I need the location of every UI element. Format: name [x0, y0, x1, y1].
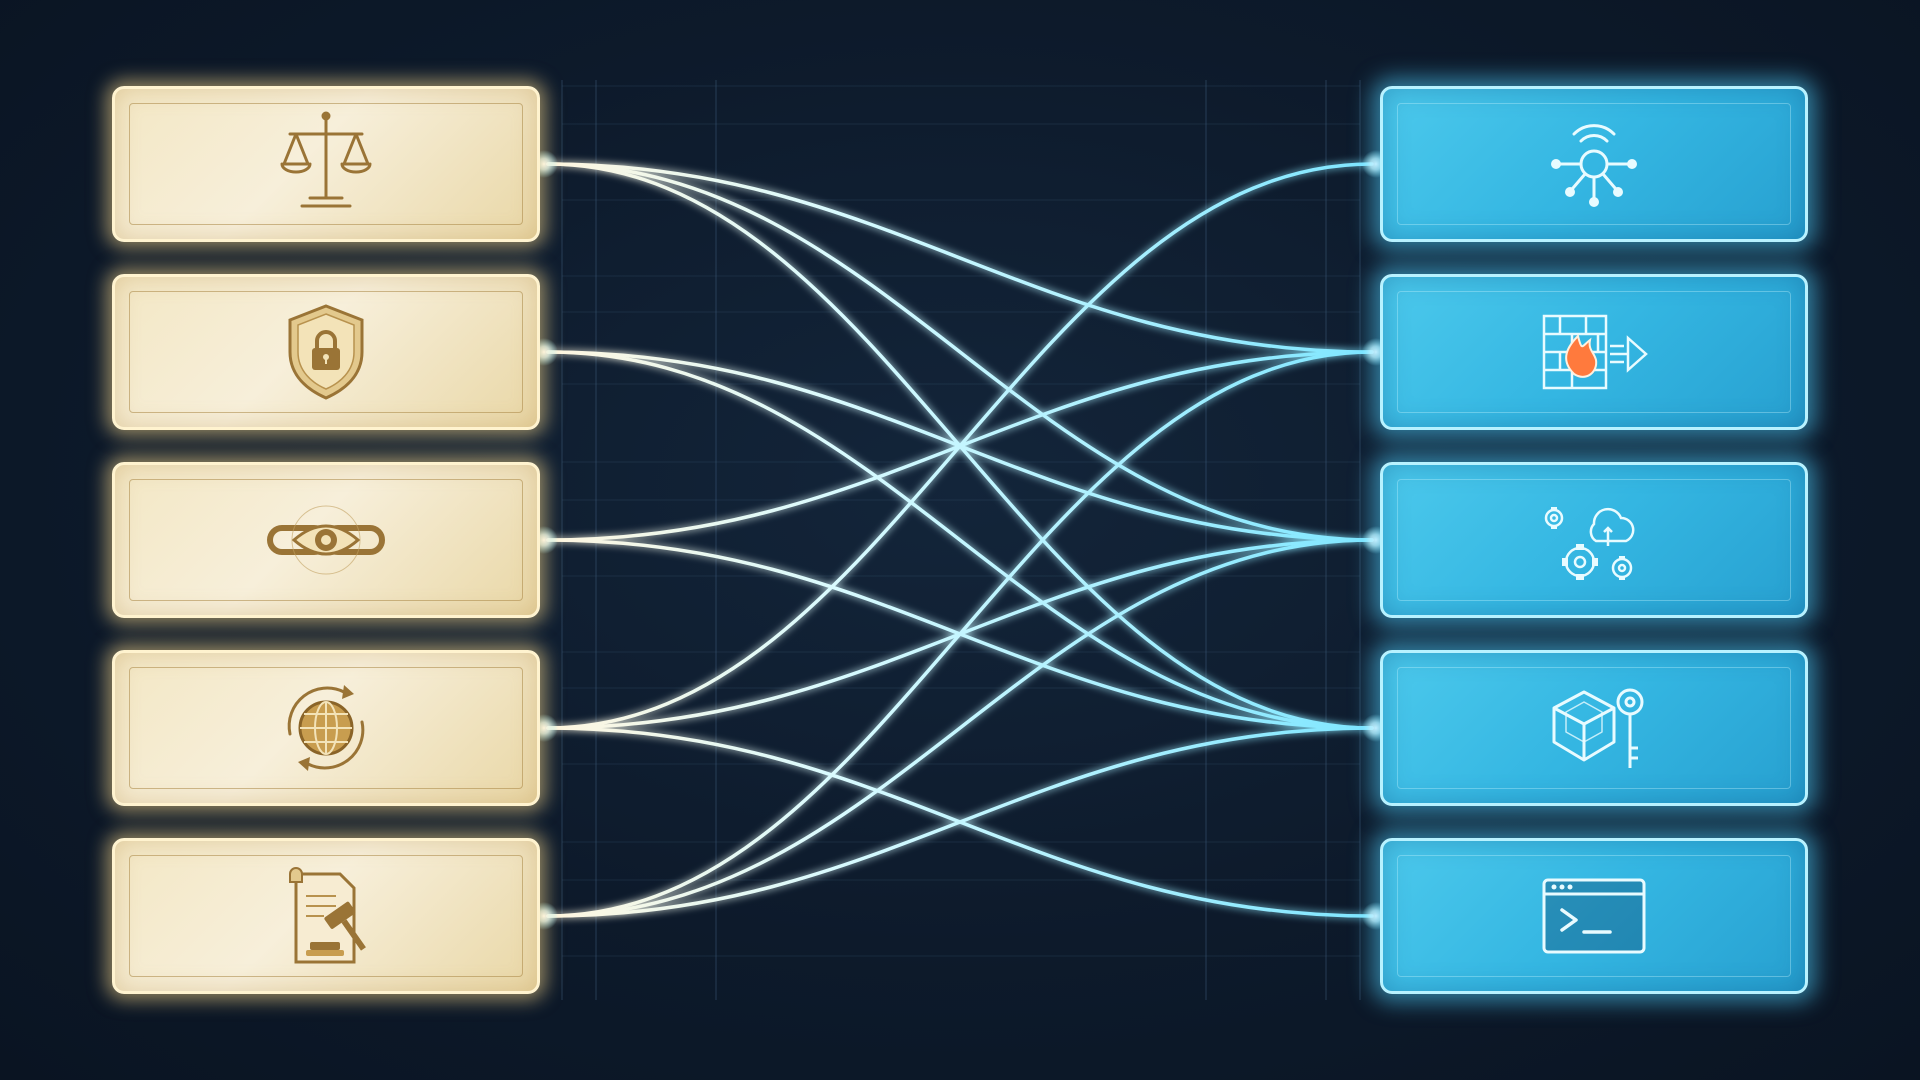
link-5-to-3 — [546, 538, 1374, 918]
panel-border — [129, 291, 523, 413]
link-5-to-4 — [546, 726, 1374, 918]
globe-sync-icon — [287, 685, 365, 771]
policy-panel-2[interactable] — [112, 274, 540, 430]
link-1-to-3 — [546, 162, 1374, 542]
panel-border — [129, 479, 523, 601]
link-1-to-2 — [546, 162, 1374, 354]
panel-border — [1397, 667, 1791, 789]
chain-eye-icon — [267, 505, 385, 575]
policy-panel-3[interactable] — [112, 462, 540, 618]
link-2-to-4 — [546, 350, 1374, 730]
control-panel-5[interactable] — [1380, 838, 1808, 994]
control-panel-3[interactable] — [1380, 462, 1808, 618]
gavel-document-icon — [289, 867, 366, 964]
link-4-to-1 — [546, 162, 1374, 730]
control-panel-1[interactable] — [1380, 86, 1808, 242]
panel-border — [129, 667, 523, 789]
policy-panel-4[interactable] — [112, 650, 540, 806]
panel-border — [1397, 479, 1791, 601]
policy-panel-5[interactable] — [112, 838, 540, 994]
terminal-icon — [1542, 878, 1646, 954]
control-panel-2[interactable] — [1380, 274, 1808, 430]
scales-of-justice-icon — [280, 111, 372, 208]
panel-border — [129, 103, 523, 225]
firewall-icon — [1542, 314, 1648, 390]
key-management-icon — [1552, 688, 1644, 768]
control-panel-4[interactable] — [1380, 650, 1808, 806]
network-hub-icon — [1551, 124, 1637, 207]
panel-border — [129, 855, 523, 977]
panel-border — [1397, 855, 1791, 977]
policy-panel-1[interactable] — [112, 86, 540, 242]
shield-lock-icon — [288, 304, 364, 400]
cloud-automation-icon — [1544, 507, 1635, 580]
panel-border — [1397, 291, 1791, 413]
link-5-to-2 — [546, 350, 1374, 918]
panel-border — [1397, 103, 1791, 225]
